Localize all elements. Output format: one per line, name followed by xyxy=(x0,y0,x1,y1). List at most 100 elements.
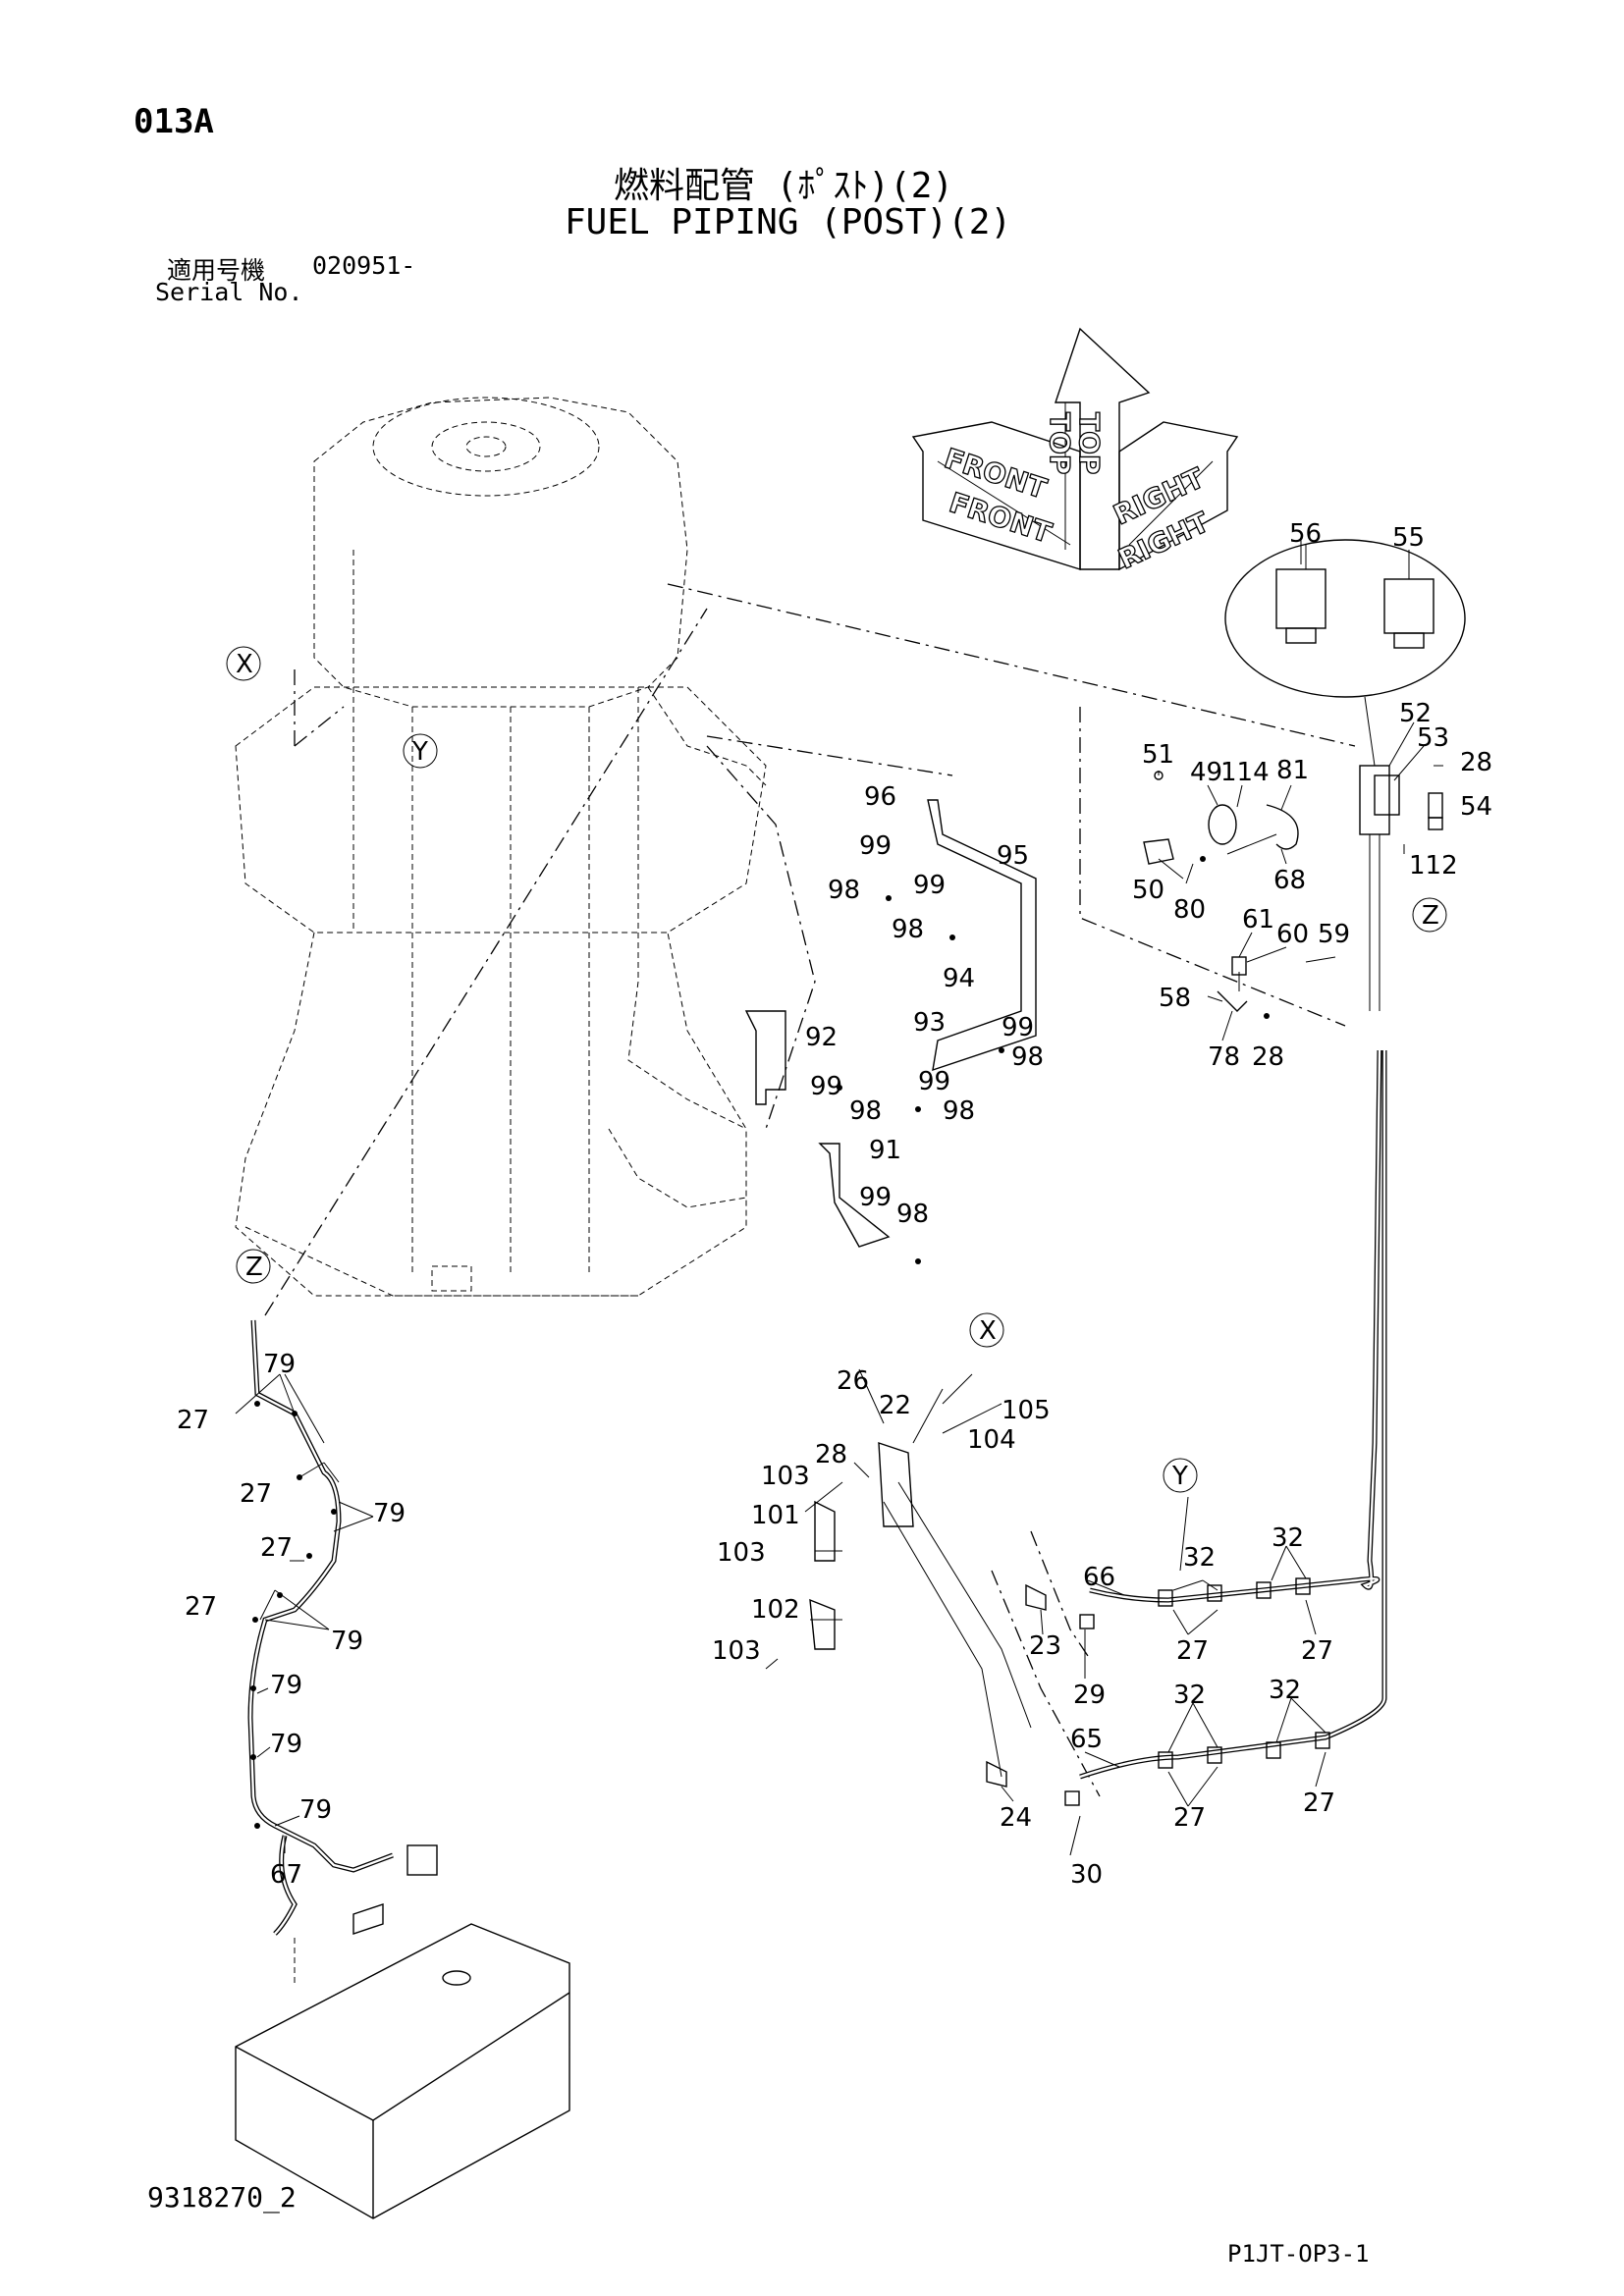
callout-114: 114 xyxy=(1220,758,1270,787)
callout-98-f: 98 xyxy=(896,1200,929,1229)
section-mark-z-right: Z xyxy=(1412,897,1447,933)
callout-55: 55 xyxy=(1392,523,1425,553)
callout-53: 53 xyxy=(1417,723,1449,753)
section-mark-x-top: X xyxy=(226,646,261,681)
callout-98-e: 98 xyxy=(849,1096,882,1126)
leader-lines xyxy=(235,545,1443,1856)
section-mark-x-bottom: X xyxy=(969,1312,1004,1348)
callout-24: 24 xyxy=(1000,1803,1032,1833)
callout-103-c: 103 xyxy=(712,1636,761,1666)
callout-99-e: 99 xyxy=(810,1072,842,1101)
callout-32-d: 32 xyxy=(1269,1676,1301,1705)
svg-text:X: X xyxy=(979,1316,997,1346)
callout-59: 59 xyxy=(1318,920,1350,949)
callout-51: 51 xyxy=(1142,740,1174,770)
callout-23: 23 xyxy=(1029,1631,1061,1661)
callout-99-b: 99 xyxy=(913,871,946,900)
callout-79-f: 79 xyxy=(299,1795,332,1825)
callout-99-f: 99 xyxy=(859,1183,892,1212)
callout-27-h: 27 xyxy=(1303,1789,1335,1818)
svg-text:Y: Y xyxy=(1171,1462,1188,1491)
callout-96: 96 xyxy=(864,782,896,812)
callout-27-c: 27 xyxy=(260,1533,293,1563)
callout-81: 81 xyxy=(1276,756,1309,785)
callout-99-d: 99 xyxy=(918,1067,950,1096)
callout-60: 60 xyxy=(1276,920,1309,949)
pipe-clips xyxy=(986,1577,1330,1806)
callout-30: 30 xyxy=(1070,1860,1103,1890)
callout-65: 65 xyxy=(1070,1725,1103,1754)
callout-28-bracket: 28 xyxy=(815,1440,847,1469)
callout-93: 93 xyxy=(913,1008,946,1038)
drawing-number: 9318270_2 xyxy=(147,2181,297,2214)
callout-27-g: 27 xyxy=(1173,1803,1206,1833)
page-reference: P1JT-OP3-1 xyxy=(1227,2240,1370,2268)
callout-79-b: 79 xyxy=(373,1499,406,1528)
callout-99-c: 99 xyxy=(1001,1013,1034,1042)
callout-61: 61 xyxy=(1242,905,1274,934)
part-callouts: 56 55 52 53 28 54 112 51 49 114 81 50 80… xyxy=(177,519,1492,1890)
lower-fuel-tank xyxy=(235,1844,570,2219)
callout-56: 56 xyxy=(1289,519,1322,549)
callout-79-e: 79 xyxy=(270,1730,302,1759)
callout-32-b: 32 xyxy=(1272,1523,1304,1553)
section-mark-y-bottom: Y xyxy=(1163,1458,1198,1493)
page-code: 013A xyxy=(134,102,214,141)
callout-27-b: 27 xyxy=(240,1479,272,1509)
callout-27-d: 27 xyxy=(185,1592,217,1622)
callout-79-c: 79 xyxy=(331,1627,363,1656)
title-japanese: 燃料配管 (ﾎﾟｽﾄ)(2) xyxy=(614,166,954,206)
callout-99-a: 99 xyxy=(859,831,892,861)
switch-assembly xyxy=(1217,956,1270,1019)
orientation-top-label-1: TOP xyxy=(1044,412,1076,474)
callout-105: 105 xyxy=(1001,1396,1051,1425)
callout-27-f: 27 xyxy=(1301,1636,1333,1666)
svg-text:Z: Z xyxy=(1422,901,1439,931)
relay-bracket xyxy=(1359,765,1443,1011)
callout-22: 22 xyxy=(879,1391,911,1420)
svg-text:Y: Y xyxy=(411,737,428,767)
callout-27-a: 27 xyxy=(177,1406,209,1435)
section-mark-z-left: Z xyxy=(236,1249,271,1284)
callout-49: 49 xyxy=(1190,758,1222,787)
serial-label-japanese: 適用号機 xyxy=(167,256,266,285)
callout-80: 80 xyxy=(1173,895,1206,925)
sensor-assembly xyxy=(1143,771,1299,865)
callout-91: 91 xyxy=(869,1136,901,1165)
callout-32-c: 32 xyxy=(1173,1681,1206,1710)
orientation-arrow-icon: TOP TOP FRONT FRONT RIGHT RIGHT xyxy=(911,327,1239,576)
serial-number-value: 020951- xyxy=(312,251,416,280)
callout-98-b: 98 xyxy=(892,915,924,944)
callout-101: 101 xyxy=(751,1501,800,1530)
callout-79-a: 79 xyxy=(263,1350,296,1379)
callout-98-d: 98 xyxy=(943,1096,975,1126)
title-english: FUEL PIPING (POST)(2) xyxy=(565,202,1012,242)
callout-54: 54 xyxy=(1460,792,1492,822)
callout-78: 78 xyxy=(1208,1042,1240,1072)
callout-50: 50 xyxy=(1132,876,1164,905)
callout-103-a: 103 xyxy=(761,1462,810,1491)
fuel-tank-body xyxy=(235,397,767,1297)
callout-26: 26 xyxy=(837,1366,869,1396)
callout-67: 67 xyxy=(270,1860,302,1890)
svg-text:X: X xyxy=(236,650,253,679)
callout-98-a: 98 xyxy=(828,876,860,905)
hose-clips xyxy=(250,1401,337,1829)
fuel-line-brackets xyxy=(809,1442,1032,1778)
orientation-top-label-2: TOP xyxy=(1073,412,1106,474)
callout-112: 112 xyxy=(1409,851,1458,881)
callout-95: 95 xyxy=(997,841,1029,871)
callout-52: 52 xyxy=(1399,699,1432,728)
callout-27-e: 27 xyxy=(1176,1636,1209,1666)
clamp-bracket-set xyxy=(744,799,1037,1264)
callout-92: 92 xyxy=(805,1023,838,1052)
callout-103-b: 103 xyxy=(717,1538,766,1568)
callout-29: 29 xyxy=(1073,1681,1106,1710)
section-mark-y-top: Y xyxy=(403,733,438,769)
callout-28-relay: 28 xyxy=(1460,748,1492,777)
callout-58: 58 xyxy=(1159,984,1191,1013)
callout-68: 68 xyxy=(1273,866,1306,895)
callout-104: 104 xyxy=(967,1425,1016,1455)
svg-text:Z: Z xyxy=(245,1253,263,1282)
callout-94: 94 xyxy=(943,964,975,993)
